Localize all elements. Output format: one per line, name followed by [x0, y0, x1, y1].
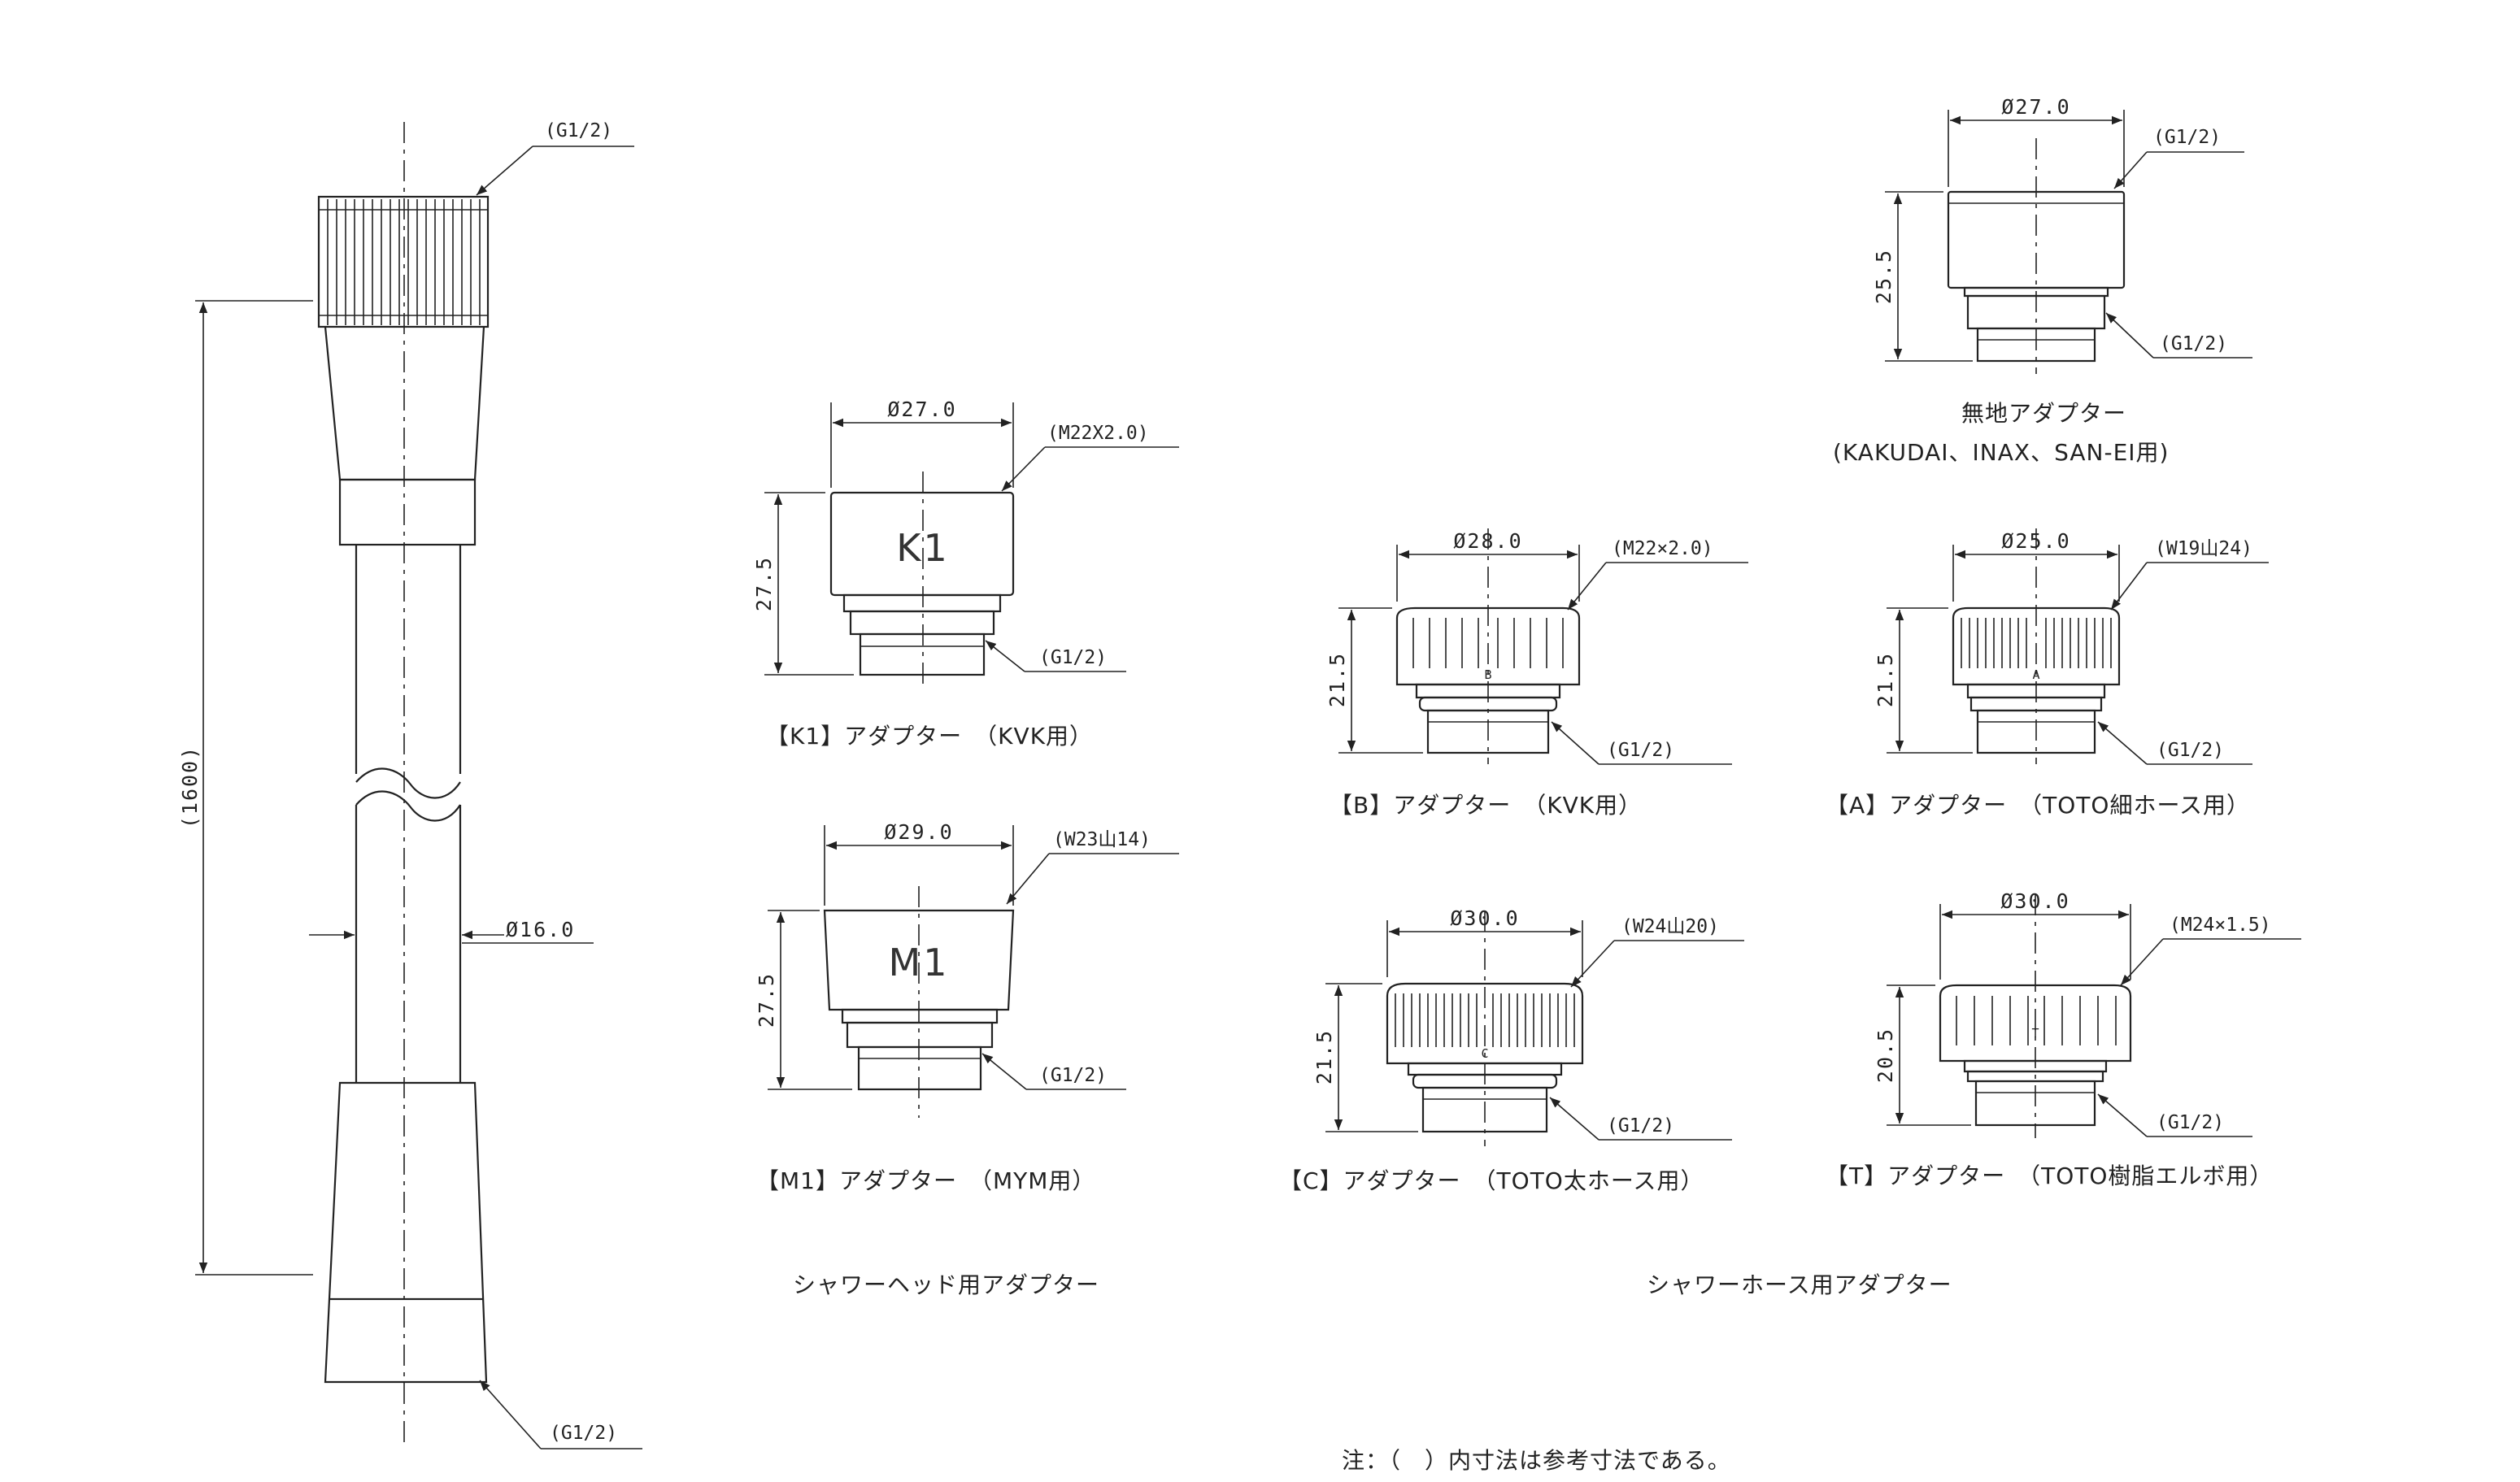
a-diameter-label: Ø25.0 — [2001, 529, 2070, 553]
c-caption: 【C】アダプター （TOTO太ホース用） — [1279, 1167, 1704, 1194]
plain-bottom-thread-label: (G1/2) — [2160, 333, 2227, 354]
k1-thread-label: (M22X2.0) — [1047, 423, 1149, 444]
k1-height-label: 27.5 — [752, 556, 776, 611]
shower-hose: (1600) Ø16.0 (G1/2) (G1/2) — [178, 120, 642, 1449]
hose-length-label: (1600) — [178, 745, 202, 828]
t-mark: T — [2031, 1026, 2039, 1041]
m1-bottom-thread-label: (G1/2) — [1039, 1065, 1107, 1086]
hose-top-thread-label: (G1/2) — [545, 120, 612, 141]
t-bottom-thread-label: (G1/2) — [2157, 1112, 2224, 1133]
b-bottom-thread-label: (G1/2) — [1607, 740, 1674, 761]
head-group-title: シャワーヘッド用アダプター — [793, 1271, 1099, 1298]
hose-bottom-thread-label: (G1/2) — [550, 1423, 617, 1444]
c-mark: C — [1481, 1046, 1488, 1061]
b-height-label: 21.5 — [1325, 652, 1349, 707]
k1-caption: 【K1】アダプター （KVK用） — [766, 723, 1093, 750]
c-bottom-thread-label: (G1/2) — [1607, 1115, 1674, 1136]
c-thread-label: (W24山20) — [1621, 916, 1719, 937]
t-caption: 【T】アダプター （TOTO樹脂エルボ用） — [1826, 1163, 2273, 1189]
adapter-k1: K1 Ø27.0 27.5 (M22X2.0) (G1/2) 【K1】アダプター… — [752, 398, 1179, 750]
adapter-b: B Ø28.0 21.5 (M22×2.0) (G1/2) 【B】アダプター （… — [1325, 528, 1748, 819]
plain-height-label: 25.5 — [1872, 249, 1895, 304]
hose-diameter-label: Ø16.0 — [506, 918, 575, 941]
adapter-plain: Ø27.0 25.5 (G1/2) (G1/2) 無地アダプター (KAKUDA… — [1833, 95, 2252, 466]
t-height-label: 20.5 — [1874, 1028, 1897, 1083]
plain-thread-label: (G1/2) — [2153, 127, 2221, 148]
t-thread-label: (M24×1.5) — [2170, 915, 2271, 936]
a-height-label: 21.5 — [1874, 652, 1897, 707]
plain-diameter-label: Ø27.0 — [2001, 95, 2070, 119]
adapter-a: A Ø25.0 21.5 (W19山24) (G1/2) 【A】アダプター （T… — [1826, 528, 2269, 819]
k1-mark: K1 — [896, 526, 949, 570]
m1-caption: 【M1】アダプター （MYM用） — [756, 1167, 1095, 1194]
adapter-m1: M1 Ø29.0 27.5 (W23山14) (G1/2) 【M1】アダプター … — [755, 820, 1179, 1194]
k1-bottom-thread-label: (G1/2) — [1039, 647, 1107, 668]
adapter-t: T Ø30.0 20.5 (M24×1.5) (G1/2) 【T】アダプター （… — [1826, 889, 2301, 1189]
b-thread-label: (M22×2.0) — [1612, 538, 1713, 559]
a-caption: 【A】アダプター （TOTO細ホース用） — [1826, 792, 2250, 819]
k1-diameter-label: Ø27.0 — [887, 398, 956, 421]
adapter-c: C Ø30.0 21.5 (W24山20) (G1/2) 【C】アダプター （T… — [1279, 906, 1744, 1194]
b-diameter-label: Ø28.0 — [1453, 529, 1522, 553]
t-diameter-label: Ø30.0 — [2000, 889, 2070, 913]
m1-height-label: 27.5 — [755, 972, 778, 1028]
a-bottom-thread-label: (G1/2) — [2157, 740, 2224, 761]
m1-thread-label: (W23山14) — [1053, 829, 1151, 850]
hose-group-title: シャワーホース用アダプター — [1647, 1271, 1952, 1298]
plain-caption: 無地アダプター — [1961, 400, 2126, 427]
a-mark: A — [2032, 667, 2039, 682]
c-height-label: 21.5 — [1312, 1029, 1336, 1084]
plain-caption-makers: (KAKUDAI、INAX、SAN-EI用) — [1833, 439, 2169, 466]
reference-note: 注：（ ）内寸法は参考寸法である。 — [1342, 1447, 1731, 1474]
b-caption: 【B】アダプター （KVK用） — [1330, 792, 1642, 819]
c-diameter-label: Ø30.0 — [1450, 906, 1519, 930]
b-mark: B — [1484, 667, 1491, 682]
a-thread-label: (W19山24) — [2155, 538, 2252, 559]
m1-diameter-label: Ø29.0 — [884, 820, 953, 844]
m1-mark: M1 — [889, 941, 950, 984]
